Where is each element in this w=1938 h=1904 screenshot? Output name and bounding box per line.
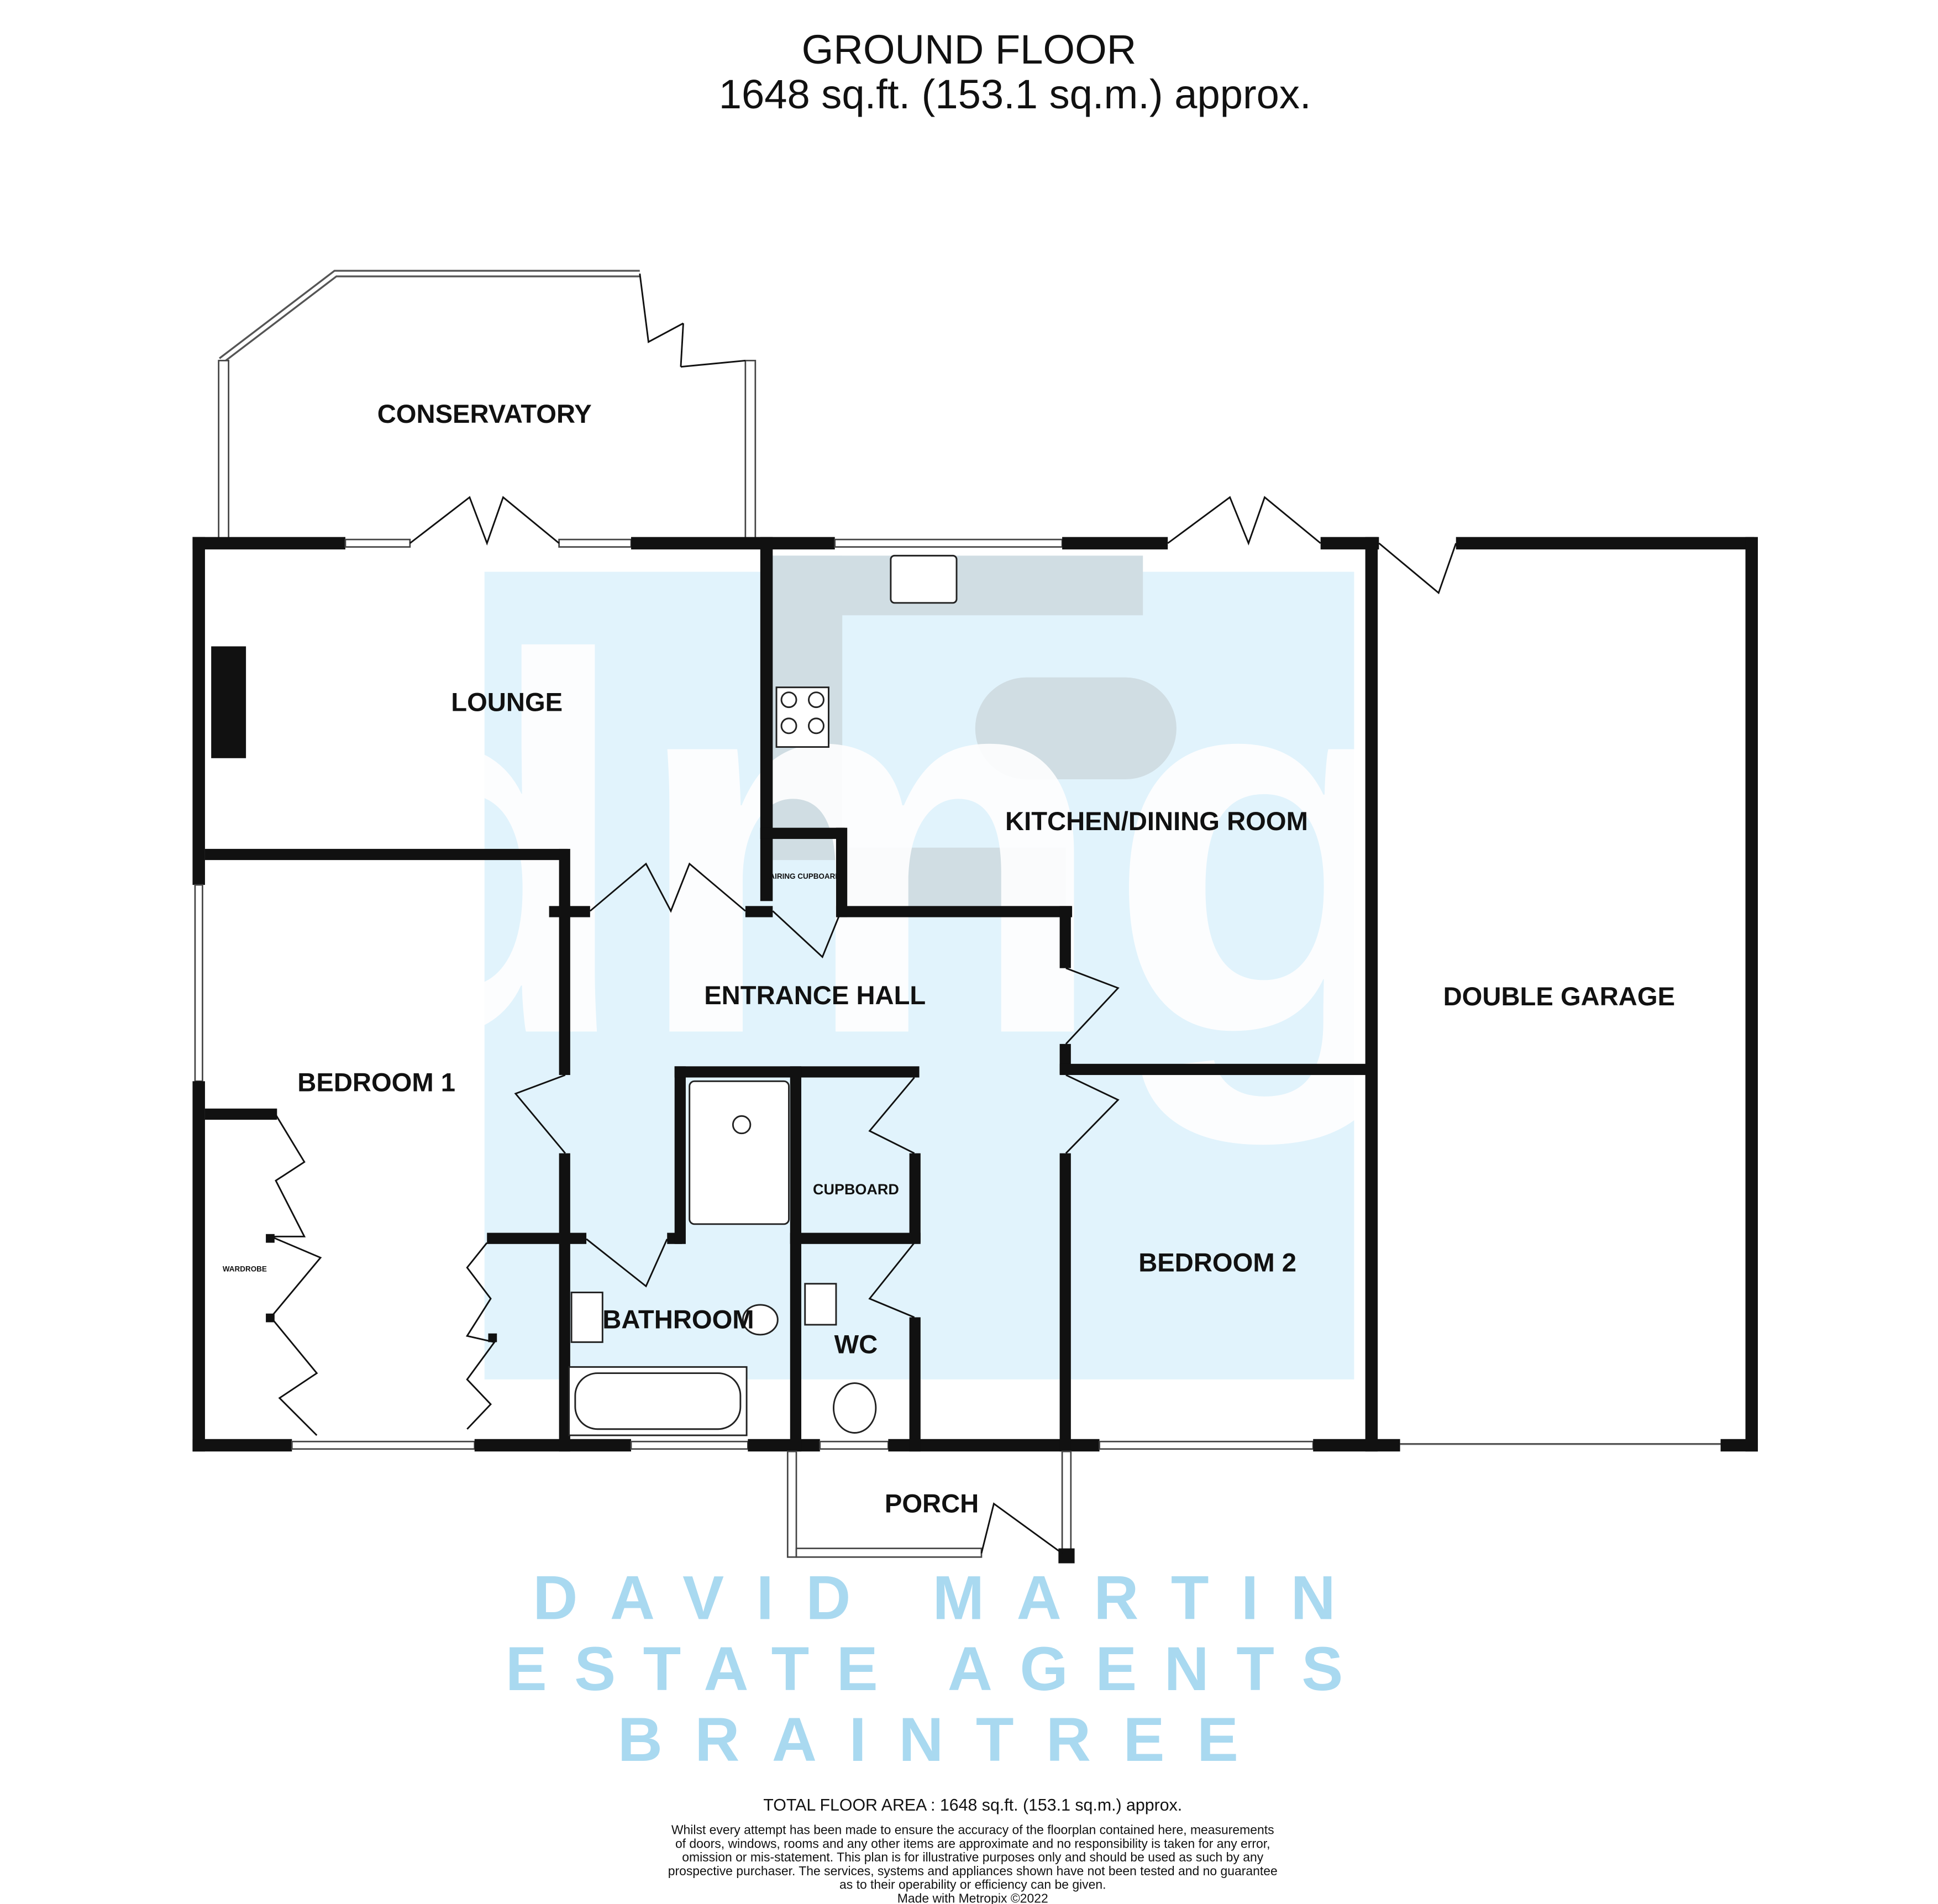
basin-icon — [570, 1292, 603, 1343]
fixtures — [568, 554, 958, 1436]
shower-icon — [689, 1080, 790, 1225]
watermark-logo: dmg — [306, 548, 1433, 1380]
walls — [192, 537, 1758, 1564]
room-entrance-hall: ENTRANCE HALL — [704, 981, 926, 1010]
room-airing-cupboard: AIRING CUPBOARD — [769, 872, 841, 880]
kitchen-sink-icon — [890, 554, 958, 604]
room-bedroom-2: BEDROOM 2 — [1138, 1248, 1296, 1277]
room-bathroom: BATHROOM — [602, 1305, 754, 1335]
room-wardrobe: WARDROBE — [223, 1265, 267, 1273]
room-lounge: LOUNGE — [451, 688, 563, 717]
room-kitchen: KITCHEN/DINING ROOM — [1005, 807, 1308, 836]
total-floor-area: TOTAL FLOOR AREA : 1648 sq.ft. (153.1 sq… — [763, 1796, 1182, 1814]
room-bedroom-1: BEDROOM 1 — [297, 1068, 455, 1097]
watermark-line1: DAVID MARTIN — [533, 1563, 1368, 1633]
logo-shape — [975, 677, 1177, 780]
floor-title: GROUND FLOOR — [802, 27, 1137, 72]
room-conservatory: CONSERVATORY — [377, 400, 592, 429]
worktop — [844, 847, 1066, 908]
watermark-line3: BRAINTREE — [618, 1704, 1271, 1774]
room-porch: PORCH — [885, 1489, 979, 1518]
watermark-line2: ESTATE AGENTS — [506, 1634, 1370, 1703]
room-cupboard: CUPBOARD — [813, 1181, 899, 1198]
toilet-icon — [742, 1304, 779, 1336]
disclaimer-line: omission or mis-statement. This plan is … — [682, 1850, 1263, 1864]
floor-area: 1648 sq.ft. (153.1 sq.m.) approx. — [719, 71, 1311, 117]
watermark-background — [484, 571, 1354, 1380]
room-double-garage: DOUBLE GARAGE — [1443, 982, 1675, 1011]
metropix-credit: Made with Metropix ©2022 — [897, 1891, 1048, 1904]
disclaimer-line: Whilst every attempt has been made to en… — [671, 1823, 1274, 1837]
disclaimer-line: as to their operability or efficiency ca… — [839, 1877, 1106, 1892]
disclaimer-line: of doors, windows, rooms and any other i… — [675, 1836, 1270, 1850]
doors — [266, 496, 1457, 1554]
disclaimer-line: prospective purchaser. The services, sys… — [668, 1864, 1278, 1878]
watermark-logo-text: dmg — [306, 548, 1433, 1148]
wc-basin-icon — [804, 1283, 837, 1326]
wc-toilet-icon — [832, 1382, 877, 1434]
room-wc: WC — [834, 1330, 878, 1360]
